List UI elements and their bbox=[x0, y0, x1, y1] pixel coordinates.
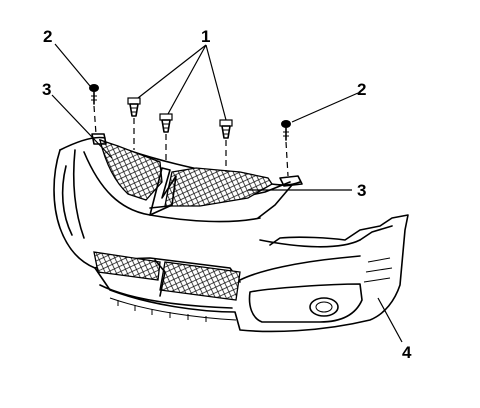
upper-grille-right bbox=[164, 167, 273, 207]
callout-3-left: 3 bbox=[42, 80, 51, 99]
push-pin-fastener-c bbox=[219, 119, 233, 139]
side-vent bbox=[363, 257, 393, 283]
callout-1: 1 bbox=[201, 27, 210, 46]
push-pin-fastener-b bbox=[159, 113, 173, 133]
upper-grille-left bbox=[99, 139, 163, 201]
front-bumper-fascia bbox=[53, 136, 409, 333]
installation-axis-lines bbox=[93, 105, 289, 177]
fog-lamp-opening bbox=[248, 283, 363, 323]
push-pin-fastener-a bbox=[127, 97, 141, 117]
screw-right bbox=[281, 120, 291, 141]
grille-center-emblem bbox=[149, 167, 177, 216]
grille-mounting-tabs bbox=[91, 133, 303, 187]
leader-lines bbox=[51, 43, 403, 343]
callout-4: 4 bbox=[402, 343, 412, 362]
callout-2-right: 2 bbox=[357, 80, 366, 99]
callout-3-right: 3 bbox=[357, 181, 366, 200]
screw-left bbox=[89, 84, 99, 105]
lower-grille bbox=[93, 251, 241, 301]
callout-2-left: 2 bbox=[43, 27, 52, 46]
